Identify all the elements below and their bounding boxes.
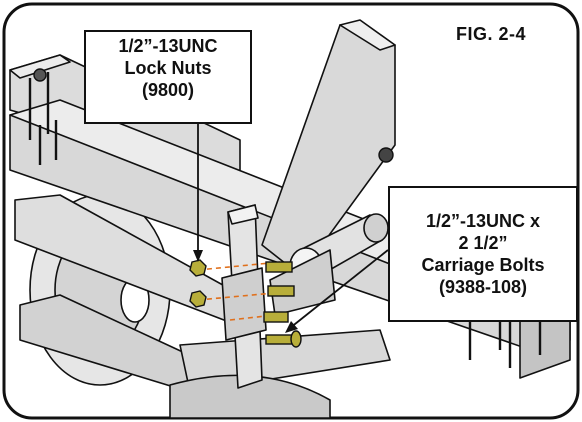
lock-nut <box>189 259 207 277</box>
carriage-bolts-callout: 1/2”-13UNC x 2 1/2” Carriage Bolts (9388… <box>388 186 578 322</box>
figure-label: FIG. 2-4 <box>456 24 527 44</box>
disc-blade-teeth <box>169 374 331 419</box>
callout-line: Carriage Bolts <box>421 255 545 275</box>
callout-line: Lock Nuts <box>124 58 212 78</box>
callout-line: (9800) <box>141 80 195 100</box>
callout-line: 1/2”-13UNC <box>118 36 218 56</box>
carriage-bolt <box>263 311 289 323</box>
mounting-bracket <box>221 267 267 341</box>
callout-line: 2 1/2” <box>458 233 508 253</box>
carriage-bolt <box>267 285 295 297</box>
lock-nut <box>189 290 207 308</box>
leader-arrowhead <box>285 321 298 333</box>
canister-saddle <box>269 249 336 316</box>
callout-line: 1/2”-13UNC x <box>425 211 541 231</box>
lock-nuts-callout: 1/2”-13UNC Lock Nuts (9800) <box>84 30 252 124</box>
top-bolt-head <box>378 147 394 163</box>
callout-line: (9388-108) <box>438 277 528 297</box>
carriage-bolts-leader <box>289 249 389 329</box>
carriage-bolt <box>265 261 293 273</box>
leader-arrowhead <box>193 250 203 262</box>
